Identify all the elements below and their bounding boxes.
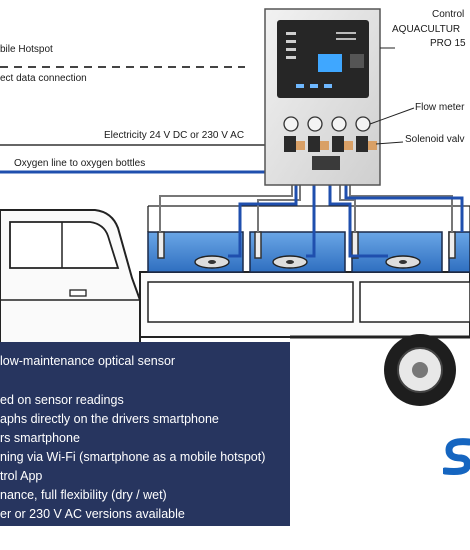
control-label-line3: PRO 15 xyxy=(430,38,466,49)
truck-cab xyxy=(0,209,141,346)
control-label-line1: Control xyxy=(432,9,465,20)
truck-wheel-rear xyxy=(384,334,456,406)
solenoid-leader xyxy=(375,141,404,145)
flow-meter-icon xyxy=(283,116,371,132)
features-panel: low-maintenance optical sensor ed on sen… xyxy=(0,342,290,526)
sensor-cables xyxy=(159,178,453,232)
truck-tank-body xyxy=(139,271,470,339)
control-label-line2: AQUACULTUR xyxy=(392,24,461,35)
oxygen-diffuser-icon xyxy=(194,255,421,269)
oxygen-line-label: Oxygen line to oxygen bottles xyxy=(14,158,146,169)
data-connection-label: ect data connection xyxy=(0,73,87,84)
electricity-label: Electricity 24 V DC or 230 V AC xyxy=(104,130,245,141)
flow-meter-label: Flow meter xyxy=(415,102,465,113)
solenoid-valve-label: Solenoid valv xyxy=(405,134,465,145)
feature-item: ed on sensor readings xyxy=(0,393,124,407)
feature-item: er or 230 V AC versions available xyxy=(0,507,185,521)
feature-item: aphs directly on the drivers smartphone xyxy=(0,412,219,426)
feature-item: nance, full flexibility (dry / wet) xyxy=(0,488,167,502)
feature-item: rs smartphone xyxy=(0,431,80,445)
feature-item: low-maintenance optical sensor xyxy=(0,354,176,368)
mobile-hotspot-label: bile Hotspot xyxy=(0,44,53,55)
solenoid-valve-icon xyxy=(284,136,377,152)
feature-item: trol App xyxy=(0,469,43,483)
feature-item: ning via Wi-Fi (smartphone as a mobile h… xyxy=(0,450,266,464)
controller-screen-icon xyxy=(277,20,369,98)
controller-cabinet xyxy=(264,8,381,186)
flow-meter-leader xyxy=(369,107,415,125)
brand-logo-icon xyxy=(443,438,470,475)
